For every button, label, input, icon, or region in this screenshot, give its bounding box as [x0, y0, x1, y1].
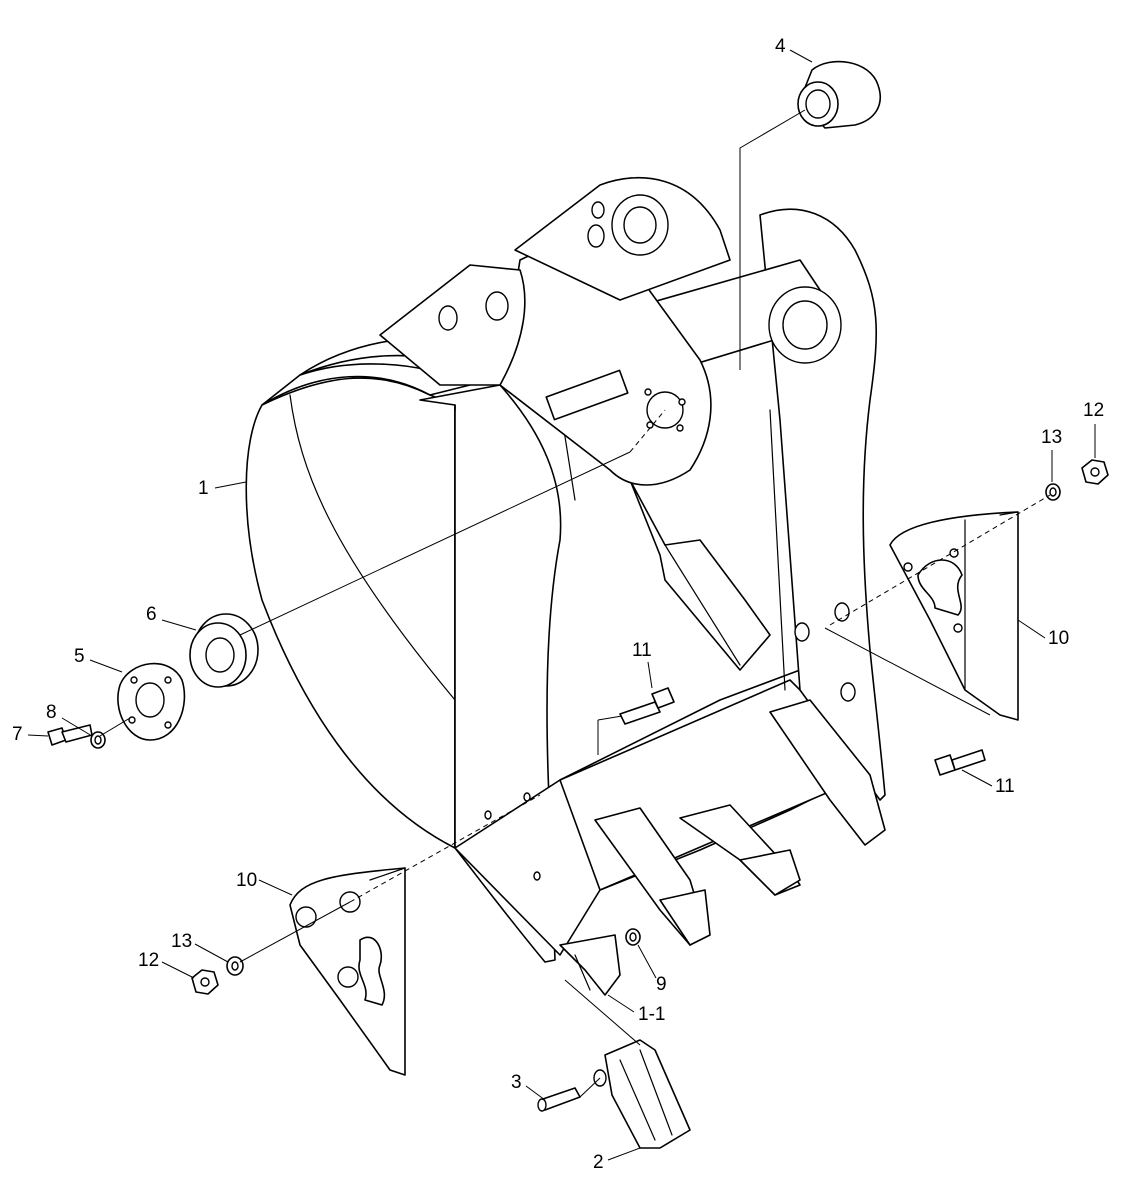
svg-text:11: 11 [995, 776, 1015, 797]
callout-1-1: 1-1 [607, 994, 665, 1025]
svg-text:12: 12 [1083, 400, 1104, 421]
callout-10-left: 10 [236, 870, 293, 896]
bolt-small-left [47, 724, 93, 746]
svg-text:11: 11 [632, 640, 652, 661]
callout-4: 4 [775, 36, 813, 63]
bucket-body [245, 176, 886, 963]
shim-ring [189, 613, 259, 688]
callout-1: 1 [198, 478, 247, 499]
bolt-right [934, 749, 986, 776]
washer-small-left [90, 731, 106, 749]
callout-3: 3 [511, 1072, 546, 1101]
svg-text:1: 1 [198, 478, 209, 499]
assembly-lines [99, 109, 1051, 1098]
callout-8: 8 [46, 702, 93, 737]
svg-text:10: 10 [236, 870, 257, 891]
svg-text:9: 9 [656, 974, 667, 995]
side-cutter-left [289, 867, 406, 1076]
svg-text:1-1: 1-1 [638, 1004, 665, 1025]
svg-text:2: 2 [593, 1152, 604, 1173]
washer-right [1045, 483, 1061, 501]
tooth-pin [537, 1087, 581, 1112]
callout-13-left: 13 [171, 931, 229, 963]
washer-left [226, 956, 244, 976]
svg-text:5: 5 [74, 646, 85, 667]
washer-center [625, 928, 641, 946]
callout-12-left: 12 [138, 950, 195, 979]
svg-text:13: 13 [1041, 427, 1062, 448]
svg-text:4: 4 [775, 36, 786, 57]
svg-text:13: 13 [171, 931, 192, 952]
svg-text:6: 6 [146, 604, 157, 625]
callout-12-right: 12 [1083, 400, 1104, 458]
nut-right [1081, 459, 1109, 485]
callout-13-right: 13 [1041, 427, 1062, 482]
callout-10-right: 10 [1017, 619, 1069, 649]
svg-text:10: 10 [1048, 628, 1069, 649]
bushing [797, 60, 881, 129]
svg-text:7: 7 [12, 724, 23, 745]
callout-9: 9 [637, 944, 667, 995]
callout-7: 7 [12, 724, 49, 745]
svg-text:3: 3 [511, 1072, 522, 1093]
nut-left [191, 969, 219, 995]
bolt-center [619, 687, 675, 725]
callout-6: 6 [146, 604, 197, 631]
callout-11-center: 11 [632, 640, 653, 689]
callout-11-right: 11 [961, 769, 1015, 797]
side-cutter-right [889, 511, 1019, 721]
svg-text:8: 8 [46, 702, 57, 723]
retainer-plate [117, 662, 186, 741]
callout-5: 5 [74, 646, 123, 673]
callout-2: 2 [593, 1147, 641, 1173]
tooth-adapters [559, 699, 886, 996]
tooth-point [593, 1039, 691, 1149]
svg-text:12: 12 [138, 950, 159, 971]
